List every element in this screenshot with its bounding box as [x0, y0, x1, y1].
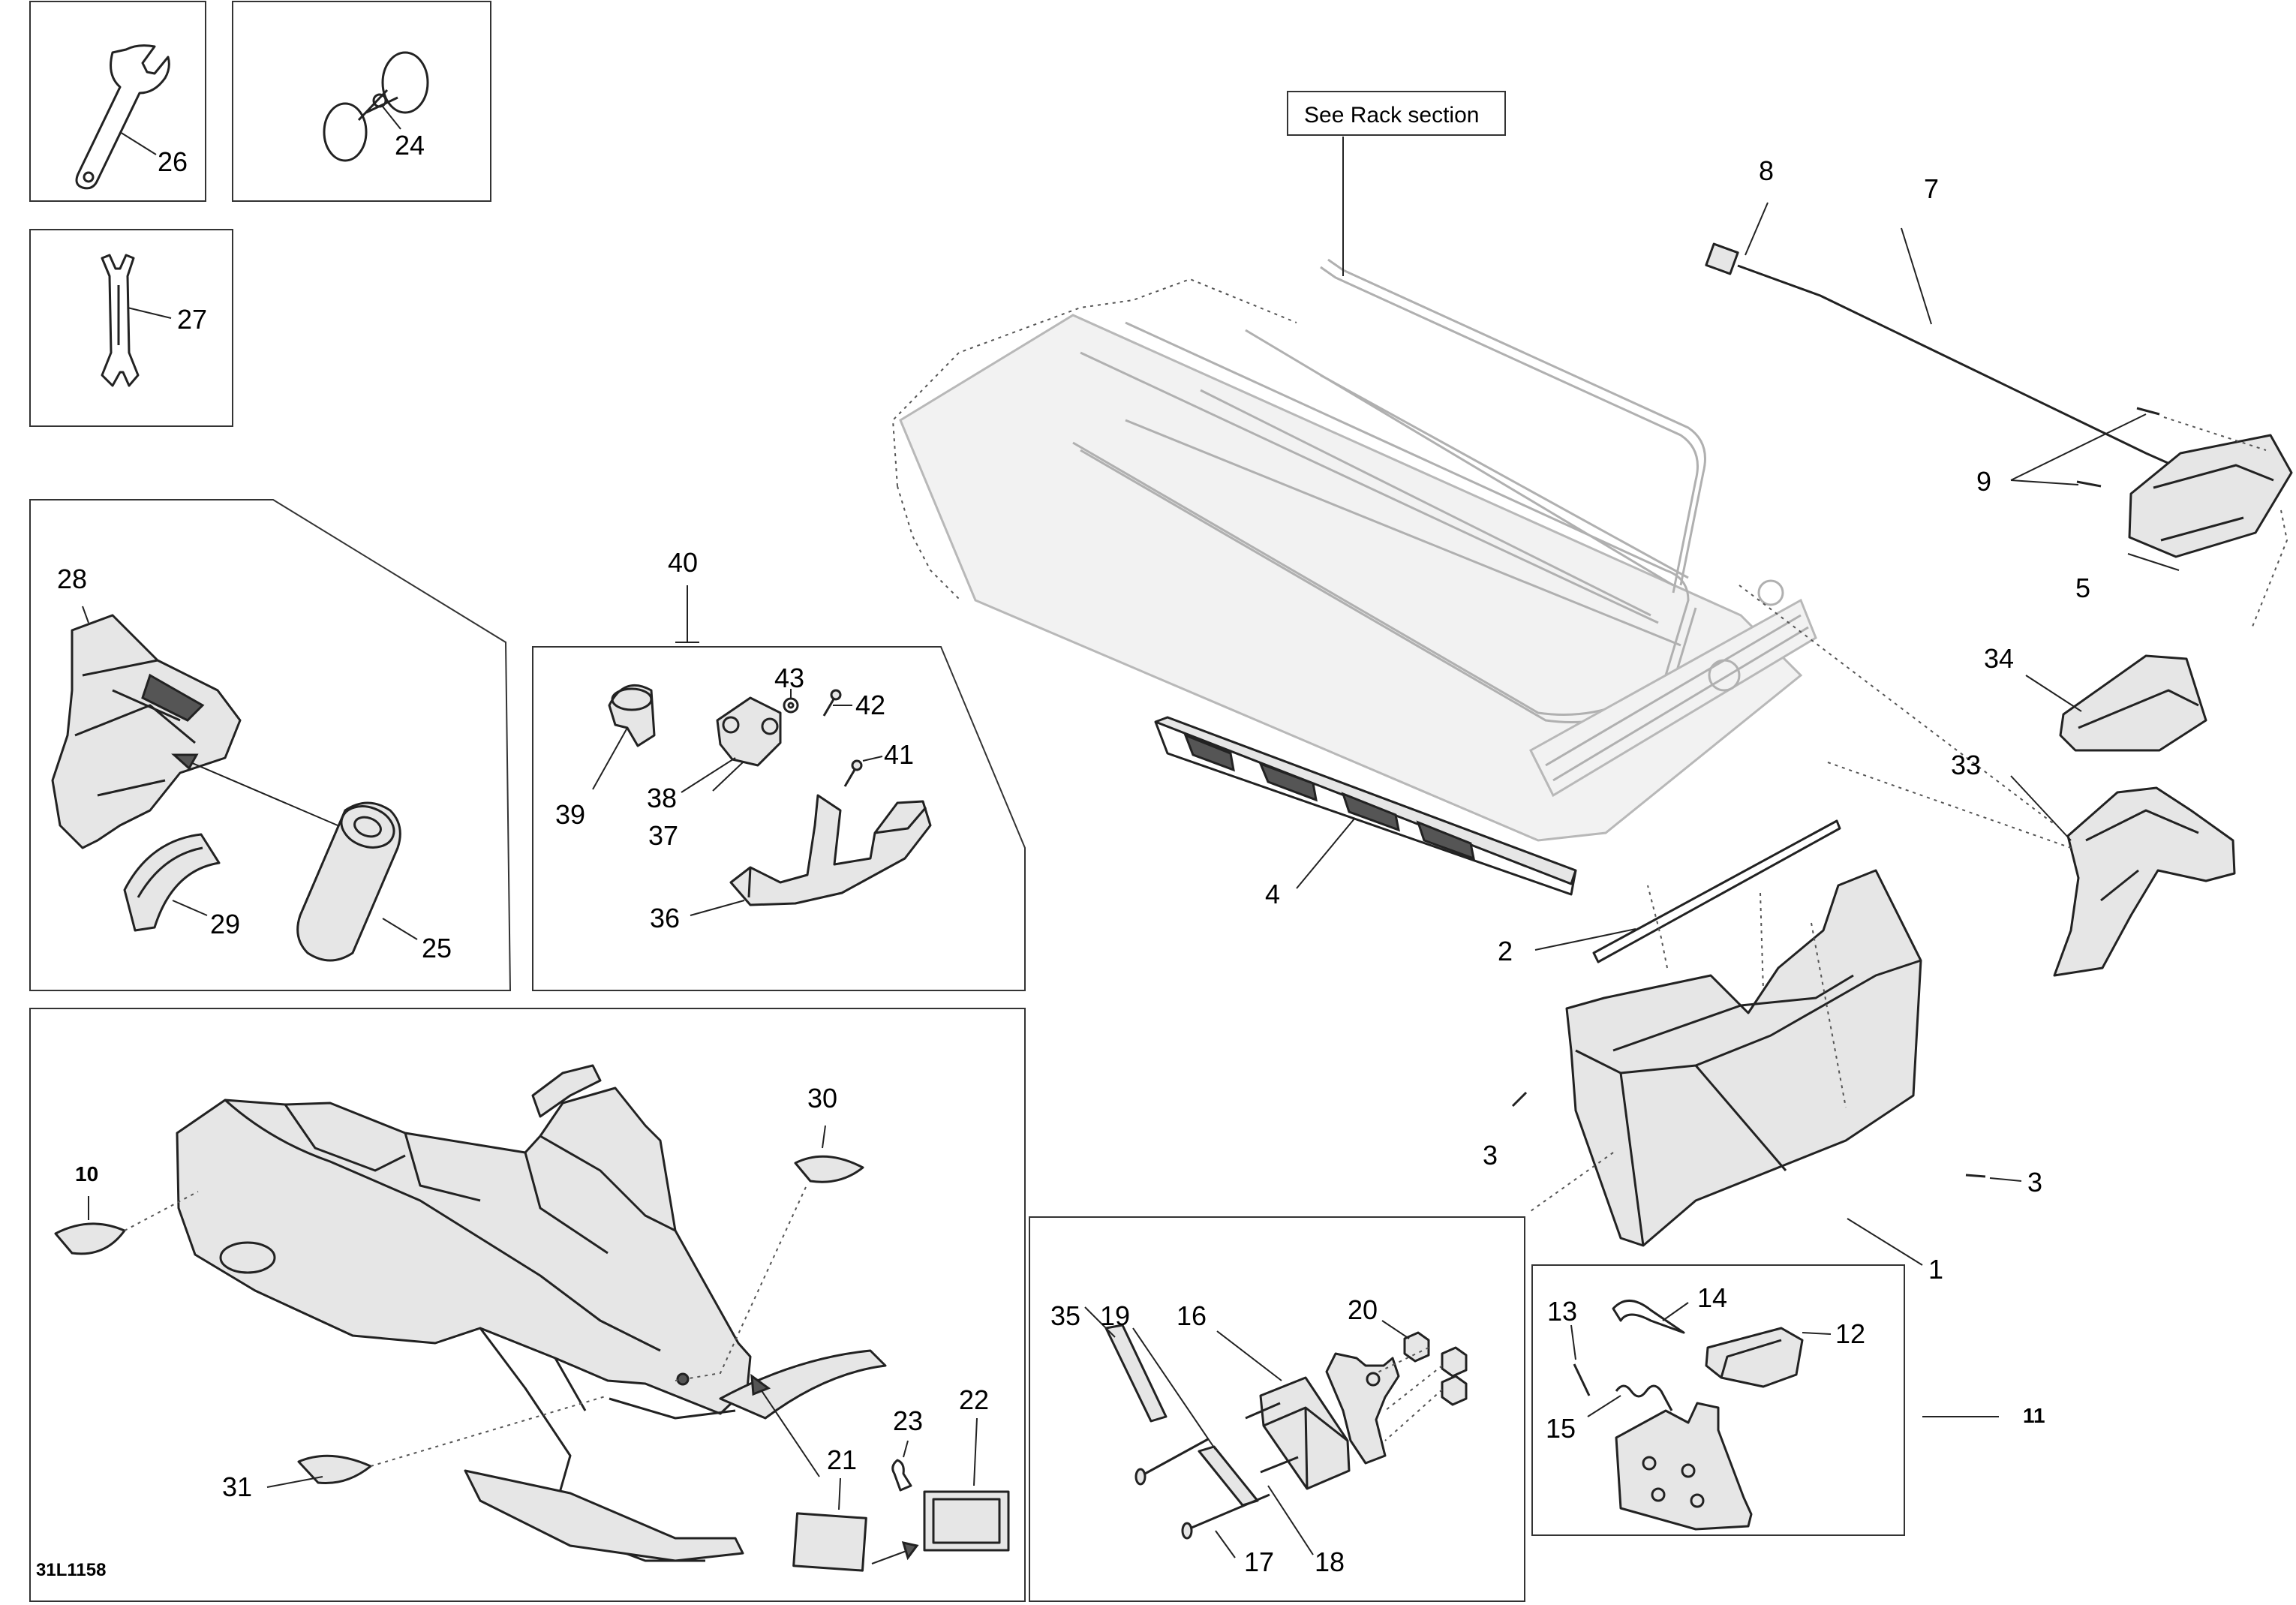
- callout-41: 41: [884, 739, 914, 770]
- callout-13: 13: [1547, 1296, 1577, 1327]
- callout-34: 34: [1984, 643, 2014, 674]
- callout-31: 31: [222, 1471, 252, 1502]
- inset-frame-36-43: [532, 646, 1026, 991]
- inset-frame-hitch: [1029, 1216, 1525, 1602]
- callout-40: 40: [668, 547, 698, 578]
- callout-33: 33: [1951, 750, 1981, 780]
- callout-25: 25: [422, 933, 452, 963]
- latch-plate-icon: [1615, 1402, 1753, 1531]
- see-rack-section-box: [1287, 91, 1506, 136]
- callout-28: 28: [57, 564, 87, 594]
- callout-23: 23: [893, 1405, 923, 1436]
- decal-30-icon: [794, 1155, 864, 1183]
- callout-16: 16: [1177, 1300, 1207, 1331]
- storage-bag-icon: [51, 614, 242, 849]
- decal-31-icon: [297, 1454, 372, 1485]
- callout-11: 11: [2023, 1404, 2045, 1427]
- washer-43-icon: [783, 697, 799, 714]
- callout-26: 26: [158, 146, 188, 177]
- clip-23-icon: [891, 1459, 912, 1492]
- callout-43: 43: [774, 663, 804, 693]
- callout-42: 42: [855, 690, 885, 720]
- bracket-33-icon: [2053, 786, 2236, 977]
- callout-21: 21: [827, 1444, 857, 1475]
- callout-3b: 3: [2027, 1167, 2042, 1198]
- callout-4: 4: [1265, 879, 1280, 909]
- snow-flap-1-icon: [1565, 869, 1922, 1247]
- callout-19: 19: [1100, 1300, 1130, 1331]
- callout-37: 37: [648, 820, 678, 851]
- callout-18: 18: [1315, 1546, 1345, 1577]
- rack-ghost: [891, 258, 1817, 842]
- callout-17: 17: [1244, 1546, 1274, 1577]
- suction-cup-icon: [323, 51, 429, 162]
- spring-15-icon: [1615, 1384, 1673, 1411]
- cover-34-icon: [2059, 654, 2207, 752]
- inset-frame-hood: [29, 1008, 1026, 1602]
- callout-10: 10: [75, 1162, 98, 1186]
- plate-35-icon: [1104, 1324, 1168, 1423]
- callout-24: 24: [395, 130, 425, 161]
- screw-42-icon: [822, 689, 842, 717]
- screw-3b-icon: [1965, 1174, 1986, 1178]
- callout-29: 29: [210, 909, 240, 939]
- inset-frame-28-29-25: [29, 499, 512, 991]
- screw-3a-icon: [1511, 1091, 1528, 1108]
- callout-2: 2: [1498, 936, 1513, 966]
- harness-7-icon: [1705, 242, 2174, 467]
- bracket-12-icon: [1705, 1327, 1804, 1388]
- pad-21-icon: [792, 1512, 867, 1572]
- callout-22: 22: [959, 1384, 989, 1415]
- callout-5: 5: [2075, 573, 2090, 603]
- bolts-17-icon: [1134, 1402, 1299, 1540]
- callout-14: 14: [1697, 1282, 1727, 1313]
- nuts-20-icon: [1403, 1331, 1468, 1406]
- inset-frame-26: [29, 1, 206, 202]
- block-16-icon: [1259, 1376, 1351, 1490]
- clip-pin-14-icon: [1612, 1300, 1685, 1334]
- mount-bracket-36-icon: [729, 794, 932, 906]
- callout-35: 35: [1050, 1300, 1080, 1331]
- open-end-wrench-icon: [101, 254, 140, 387]
- callout-1: 1: [1928, 1254, 1943, 1285]
- cylinder-container-icon: [296, 801, 401, 962]
- callout-36: 36: [650, 903, 680, 933]
- snowmobile-hood-icon: [176, 1064, 887, 1562]
- tail-light-5-icon: [2128, 434, 2293, 558]
- inset-frame-27: [29, 229, 233, 427]
- mounting-strip-2-icon: [1592, 819, 1841, 963]
- strap-icon: [123, 833, 221, 932]
- hitch-bracket-icon: [1325, 1352, 1400, 1465]
- screw-41-icon: [843, 759, 863, 787]
- callout-38: 38: [647, 783, 677, 813]
- decal-10-icon: [54, 1222, 126, 1255]
- callout-15: 15: [1546, 1413, 1576, 1444]
- diagram-code: 31L1158: [36, 1560, 106, 1580]
- callout-7: 7: [1924, 173, 1939, 204]
- plate-19-icon: [1198, 1445, 1259, 1507]
- bracket-38-icon: [716, 696, 782, 767]
- inset-frame-latch: [1531, 1264, 1905, 1536]
- callout-8: 8: [1759, 155, 1774, 186]
- holder-22-icon: [923, 1490, 1010, 1552]
- callout-3a: 3: [1483, 1140, 1498, 1171]
- see-rack-section-note: See Rack section: [1304, 103, 1479, 128]
- side-strip-4-icon: [1154, 716, 1577, 896]
- clamp-39-icon: [608, 684, 656, 747]
- callout-39: 39: [555, 799, 585, 830]
- pin-13-icon: [1573, 1363, 1591, 1396]
- inset-frame-24: [232, 1, 491, 202]
- callout-30: 30: [807, 1083, 837, 1114]
- callout-12: 12: [1835, 1318, 1865, 1349]
- callout-9: 9: [1976, 466, 1991, 497]
- callout-27: 27: [177, 304, 207, 335]
- spanner-wrench-icon: [75, 44, 170, 190]
- callout-20: 20: [1348, 1294, 1378, 1325]
